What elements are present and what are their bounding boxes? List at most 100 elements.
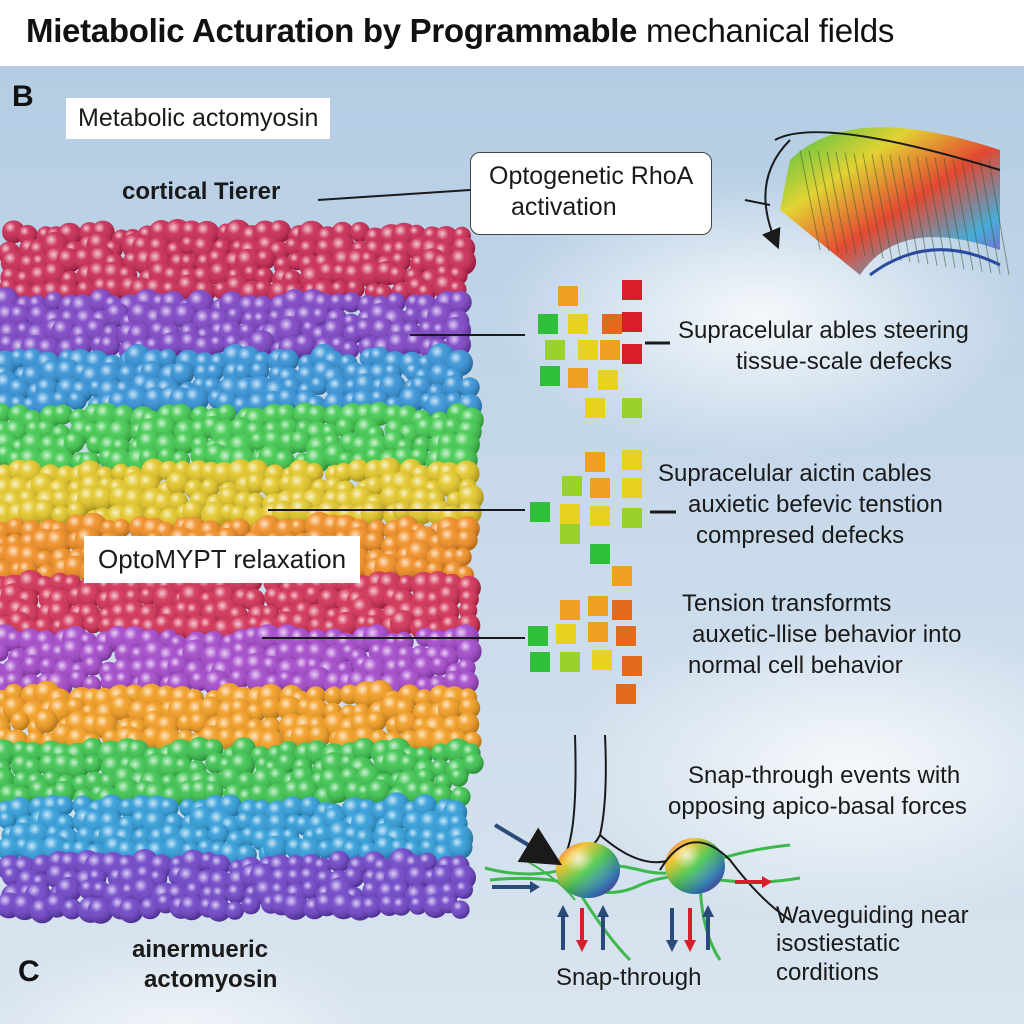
cell-bead-shine [277, 349, 299, 372]
defect-square [612, 600, 632, 620]
optomypt-label: OptoMYPT relaxation [84, 536, 361, 583]
sheet-fiber [844, 152, 866, 257]
cell-bead-shine [324, 686, 344, 706]
tension-line-3: normal cell behavior [688, 652, 903, 680]
cell-bead-shine [138, 587, 158, 606]
cell-bead-shine [0, 811, 17, 830]
defect-square [622, 344, 642, 364]
cell-bead-shine [179, 253, 199, 273]
cell-bead-shine [93, 642, 113, 661]
cell-bead-shine [391, 896, 411, 916]
cell-bead-shine [310, 306, 330, 326]
cell-bead-shine [90, 486, 115, 511]
defect-square [540, 366, 560, 386]
sheet-fiber [808, 150, 830, 252]
pointer-lines [262, 189, 771, 639]
rhoa-activation-box: Optogenetic RhoA activation [470, 152, 713, 235]
cables1-line-2: tissue-scale defecks [736, 348, 953, 376]
defect-square [622, 478, 642, 498]
cell-bead-shine [341, 292, 362, 313]
cell-bead-shine [360, 896, 383, 918]
sheet-fiber [970, 159, 992, 273]
actin-cables-text: Supracelular aictin cables auxietic befe… [658, 458, 943, 552]
cell-bead-shine [387, 265, 408, 286]
cell-bead-shine [347, 459, 370, 482]
force-arrow-down [666, 908, 678, 952]
cell-bead-shine [0, 403, 12, 424]
sheet-fiber [961, 158, 983, 272]
cell-bead-shine [233, 362, 253, 382]
defect-square [528, 626, 548, 646]
force-arrow-up [597, 905, 609, 950]
defect-square [585, 398, 605, 418]
cell-bead-shine [306, 404, 328, 427]
defect-square [598, 370, 618, 390]
cell-bead-shine [462, 752, 484, 774]
defect-square [530, 502, 550, 522]
cell-bead-shine [459, 377, 480, 398]
defect-square [622, 508, 642, 528]
waveguiding-text: Waveguiding near isostiestatic cordition… [776, 902, 969, 987]
snap-events-text: Snap-through events with opposing apico-… [668, 760, 967, 822]
cell-bead-shine [255, 249, 276, 270]
force-arrow-down [576, 908, 588, 952]
cell-bead-shine [281, 893, 309, 920]
cell-bead-shine [366, 779, 392, 804]
cables2-line-3: comprеsed defecks [696, 522, 905, 550]
cell-bead-shine [174, 432, 197, 454]
cell-bead-shine [289, 518, 308, 537]
defect-square [590, 544, 610, 564]
cell-bead-shine [408, 499, 434, 525]
cell-bead-shine [65, 755, 90, 780]
cell-bead-shine [360, 500, 385, 525]
cell-bead-shine [44, 291, 64, 311]
bottom-actomyosin-label: ainermueric actomyosin [132, 935, 277, 995]
sheet-fiber [799, 149, 821, 251]
cell-bead-shine [437, 471, 464, 498]
cell-bead-shine [225, 901, 244, 920]
defect-square [612, 566, 632, 586]
cell-bead-shine [455, 529, 478, 551]
bottom-line-1: ainermueric [132, 936, 269, 963]
sheet-fiber [853, 152, 875, 258]
cell-bead-shine [397, 575, 416, 593]
cell-bead-shine [263, 835, 289, 861]
cell-bead-shine [442, 375, 466, 399]
sheet-fiber [907, 155, 929, 265]
sheet-fiber [826, 151, 848, 254]
defect-square [568, 314, 588, 334]
sheet-fiber [952, 158, 974, 271]
cell-bead-shine [430, 656, 450, 676]
cell-bead-shine [158, 797, 179, 818]
defect-square [600, 340, 620, 360]
cell-bead-shine [8, 304, 32, 328]
cell-bead-shine [32, 499, 57, 523]
defect-square [602, 314, 622, 334]
cell-bead-shine [437, 697, 463, 722]
cell-bead-shine [207, 897, 231, 922]
defect-square [558, 286, 578, 306]
cell-bead-shine [261, 475, 284, 498]
cell-bead-shine [83, 614, 103, 634]
defect-square [592, 650, 612, 670]
defect-square [588, 622, 608, 642]
force-arrow-down [684, 908, 696, 952]
cell-bead-shine [67, 390, 87, 411]
defect-square [585, 452, 605, 472]
cell-bead-shine [158, 348, 177, 368]
cell-bead-shine [172, 303, 199, 329]
defect-square [622, 280, 642, 300]
defect-square [568, 368, 588, 388]
cell-bead-shine [82, 655, 103, 676]
snap-events-line-2: opposing apico-basal forces [668, 793, 967, 821]
cell-bead-shine [455, 712, 480, 736]
cell-bead-shine [408, 895, 428, 915]
cell-bead-shine [390, 882, 410, 901]
cell-bead-shine [10, 711, 30, 731]
cell-column [0, 219, 484, 924]
cell-bead-shine [208, 335, 227, 354]
cell-bead-shine [448, 835, 473, 859]
cell-bead-shine [124, 386, 151, 413]
defect-square [622, 398, 642, 418]
